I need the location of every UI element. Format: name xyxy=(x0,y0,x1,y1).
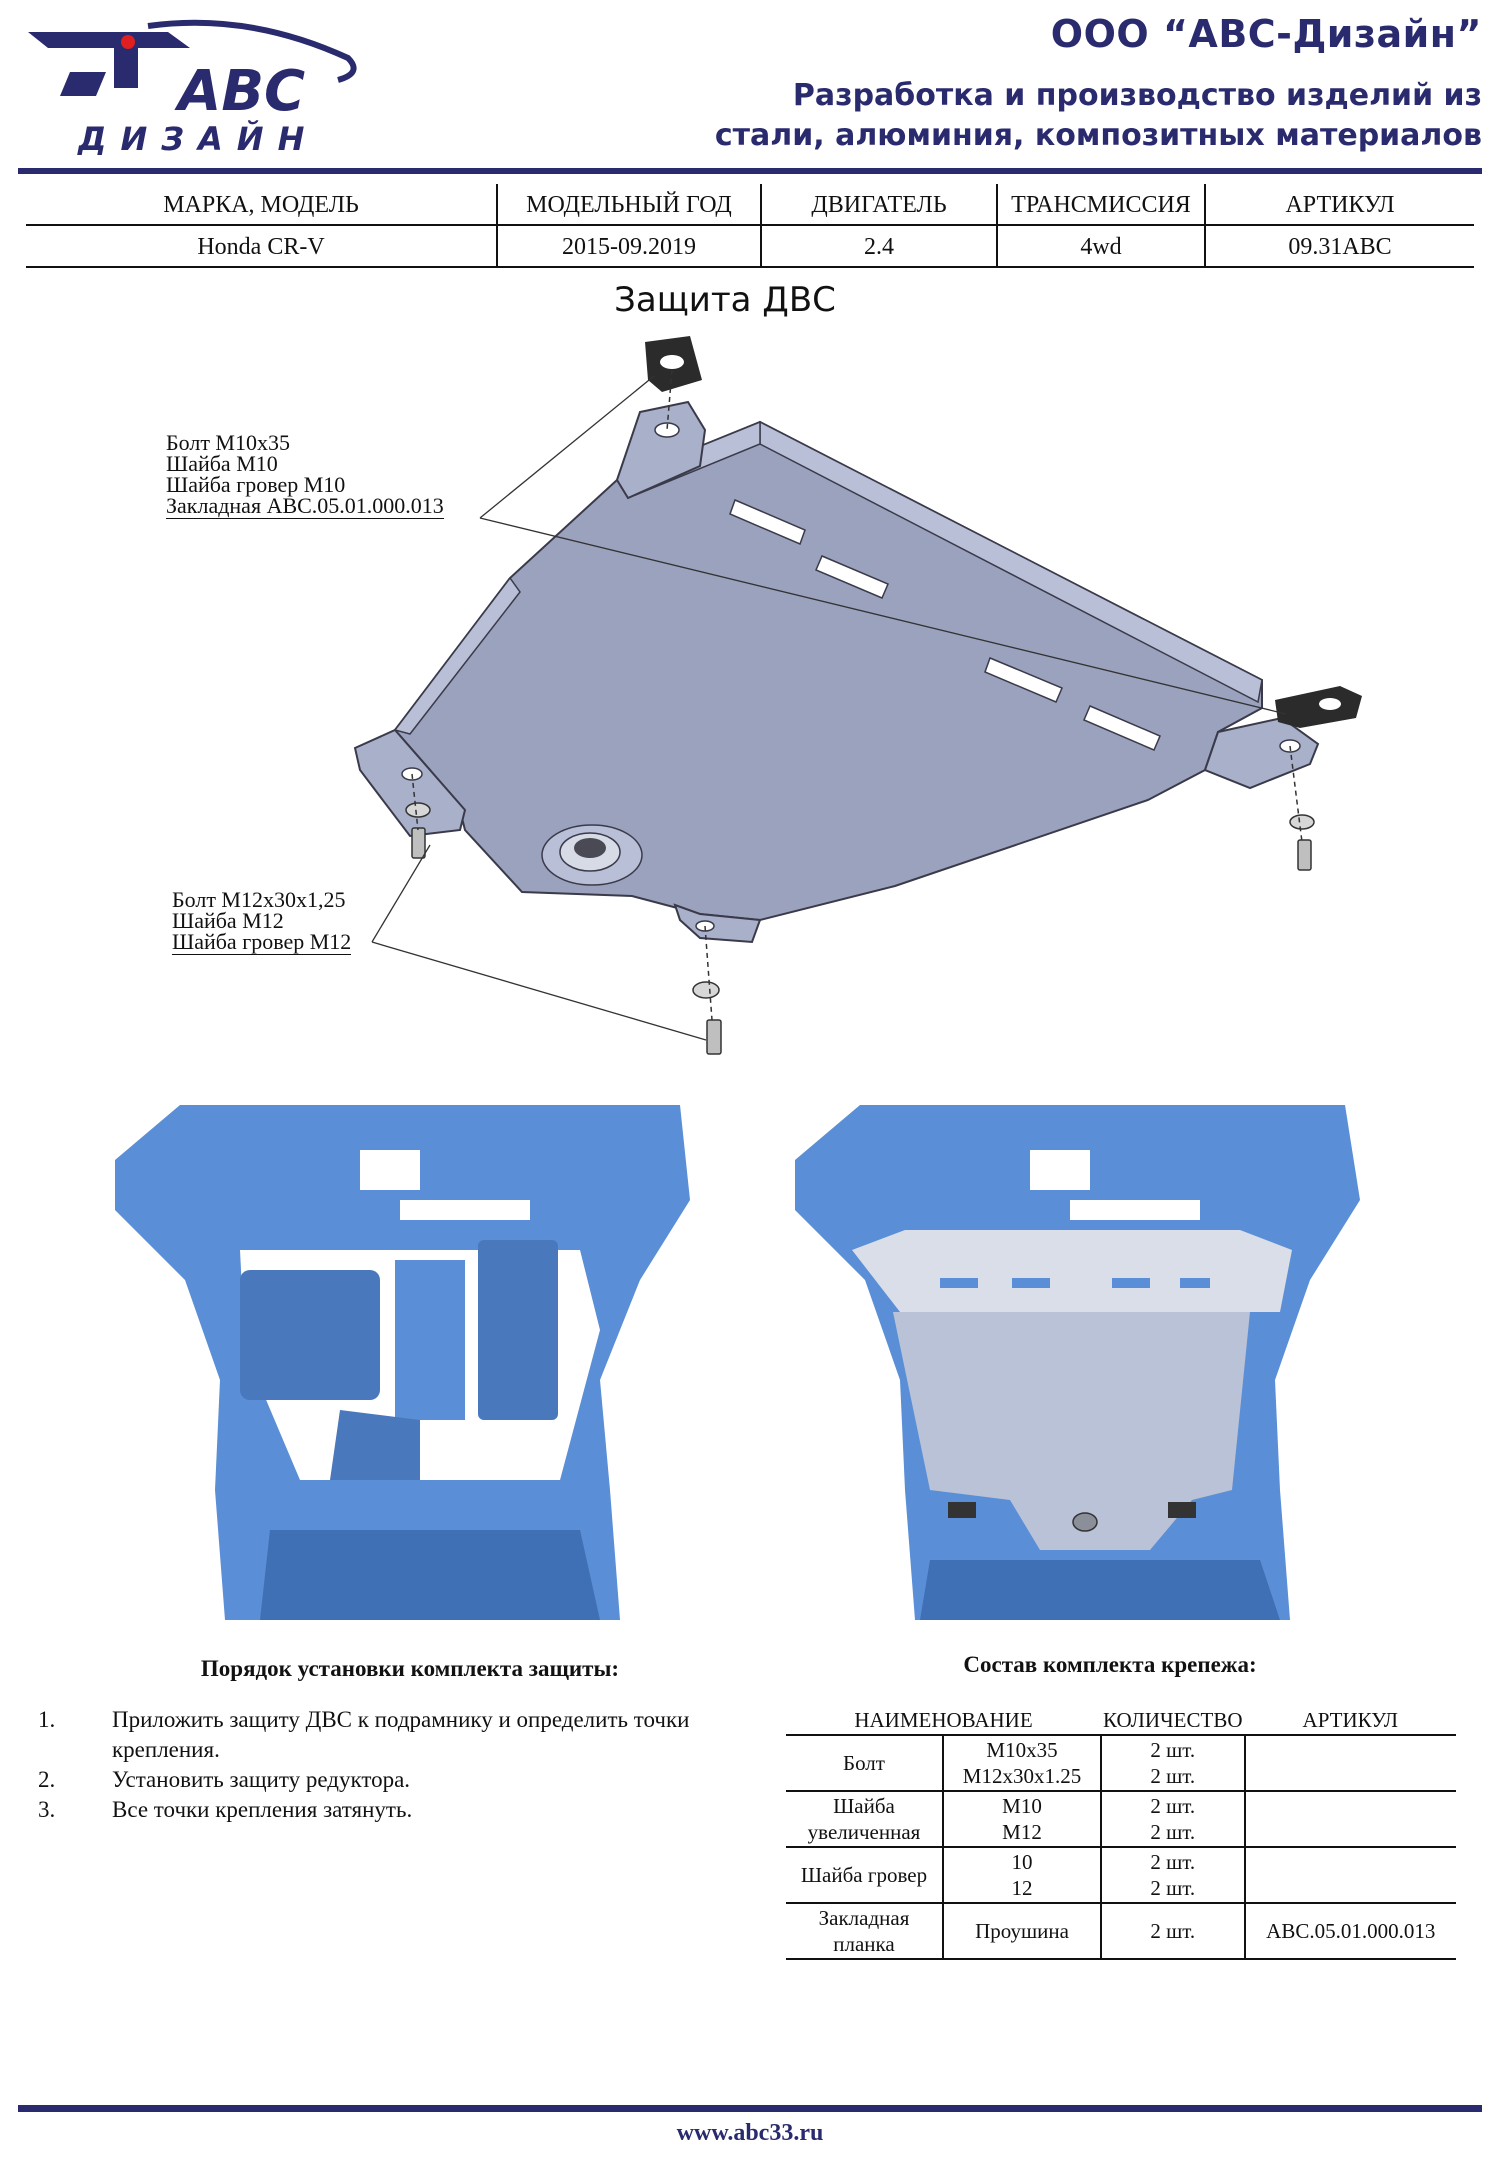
cell-year: 2015-09.2019 xyxy=(496,225,761,268)
callout-upper-line1: Болт M10x35 xyxy=(166,430,290,455)
step-number: 3. xyxy=(38,1797,56,1822)
step-text: Все точки крепления затянуть. xyxy=(112,1797,413,1822)
kit-item-qty: 2 шт.2 шт. xyxy=(1101,1735,1246,1792)
fastener-kit-table: НАИМЕНОВАНИЕ КОЛИЧЕСТВО АРТИКУЛ Болт M10… xyxy=(786,1706,1456,1960)
callout-upper-line4: Закладная ABC.05.01.000.013 xyxy=(166,493,444,519)
kit-item-article xyxy=(1244,1847,1456,1904)
document-title: Защита ДВС xyxy=(614,280,836,320)
col-header-transmission: ТРАНСМИССИЯ xyxy=(996,184,1205,226)
kit-item-name: Болт xyxy=(786,1735,944,1792)
install-step: 1. Приложить защиту ДВС к подрамнику и о… xyxy=(38,1705,758,1765)
col-header-year: МОДЕЛЬНЫЙ ГОД xyxy=(496,184,761,226)
cell-transmission: 4wd xyxy=(996,225,1205,268)
scan-before-install xyxy=(115,1105,690,1620)
install-step: 2. Установить защиту редуктора. xyxy=(38,1765,758,1795)
skid-plate-drawing xyxy=(353,336,1362,1055)
cell-article: 09.31ABC xyxy=(1204,225,1474,268)
col-header-engine: ДВИГАТЕЛЬ xyxy=(760,184,997,226)
kit-item-name: Шайба увеличенная xyxy=(786,1791,944,1848)
kit-col-name: НАИМЕНОВАНИЕ xyxy=(786,1706,1101,1736)
install-steps-list: 1. Приложить защиту ДВС к подрамнику и о… xyxy=(38,1705,758,1825)
install-order-title: Порядок установки комплекта защиты: xyxy=(200,1656,620,1681)
step-number: 1. xyxy=(38,1707,56,1732)
install-step: 3. Все точки крепления затянуть. xyxy=(38,1795,758,1825)
kit-item-article xyxy=(1244,1735,1456,1792)
kit-item-article: ABC.05.01.000.013 xyxy=(1244,1903,1456,1960)
cell-engine: 2.4 xyxy=(760,225,997,268)
footer-rule xyxy=(18,2105,1482,2112)
callout-lower-line1: Болт M12x30x1,25 xyxy=(172,887,346,912)
step-text: Установить защиту редуктора. xyxy=(112,1767,411,1792)
kit-col-qty: КОЛИЧЕСТВО xyxy=(1101,1706,1245,1736)
callout-upper-fasteners: Болт M10x35 Шайба М10 Шайба гровер М10 З… xyxy=(166,430,444,519)
col-header-model: МАРКА, МОДЕЛЬ xyxy=(26,184,497,226)
col-header-article: АРТИКУЛ xyxy=(1204,184,1474,226)
kit-table-header: НАИМЕНОВАНИЕ КОЛИЧЕСТВО АРТИКУЛ xyxy=(786,1706,1456,1736)
vehicle-table-row: Honda CR-V 2015-09.2019 2.4 4wd 09.31ABC xyxy=(26,225,1474,268)
callout-lower-line3: Шайба гровер М12 xyxy=(172,929,352,955)
logo-subword: ДИЗАЙН xyxy=(77,120,318,158)
website-link[interactable]: www.abc33.ru xyxy=(676,2120,824,2146)
installation-scans xyxy=(115,1105,1360,1620)
kit-item-sub: Проушина xyxy=(943,1903,1102,1960)
callout-lower-line2: Шайба М12 xyxy=(172,908,284,933)
kit-item-name: Закладная планка xyxy=(786,1903,944,1960)
scan-after-install xyxy=(795,1105,1360,1620)
abc-design-logo: ABC ДИЗАЙН xyxy=(28,19,357,158)
kit-item-name: Шайба гровер xyxy=(786,1847,944,1904)
callout-upper-line3: Шайба гровер М10 xyxy=(166,472,346,497)
kit-item-qty: 2 шт.2 шт. xyxy=(1101,1791,1246,1848)
kit-item-article xyxy=(1244,1791,1456,1848)
kit-col-article: АРТИКУЛ xyxy=(1244,1706,1456,1736)
company-name: ООО “АВС-Дизайн” xyxy=(1050,12,1482,56)
kit-item-qty: 2 шт.2 шт. xyxy=(1101,1847,1246,1904)
step-number: 2. xyxy=(38,1767,56,1792)
kit-item-qty: 2 шт. xyxy=(1101,1903,1246,1960)
callout-upper-line2: Шайба М10 xyxy=(166,451,278,476)
step-text: Приложить защиту ДВС к подрамнику и опре… xyxy=(112,1707,690,1762)
logo-wordmark: ABC xyxy=(174,59,305,124)
vehicle-table: МАРКА, МОДЕЛЬ МОДЕЛЬНЫЙ ГОД ДВИГАТЕЛЬ ТР… xyxy=(26,184,1474,268)
callout-lower-fasteners: Болт M12x30x1,25 Шайба М12 Шайба гровер … xyxy=(172,887,352,955)
vehicle-table-header: МАРКА, МОДЕЛЬ МОДЕЛЬНЫЙ ГОД ДВИГАТЕЛЬ ТР… xyxy=(26,184,1474,226)
fastener-kit-title: Состав комплекта крепежа: xyxy=(963,1652,1257,1677)
kit-row-insert-plate: Закладная планка Проушина 2 шт. ABC.05.0… xyxy=(786,1903,1456,1960)
tagline-line2: стали, алюминия, композитных материалов xyxy=(714,118,1482,153)
cell-model: Honda CR-V xyxy=(26,225,497,268)
tagline-line1: Разработка и производство изделий из xyxy=(792,78,1482,113)
header-rule xyxy=(18,168,1482,174)
